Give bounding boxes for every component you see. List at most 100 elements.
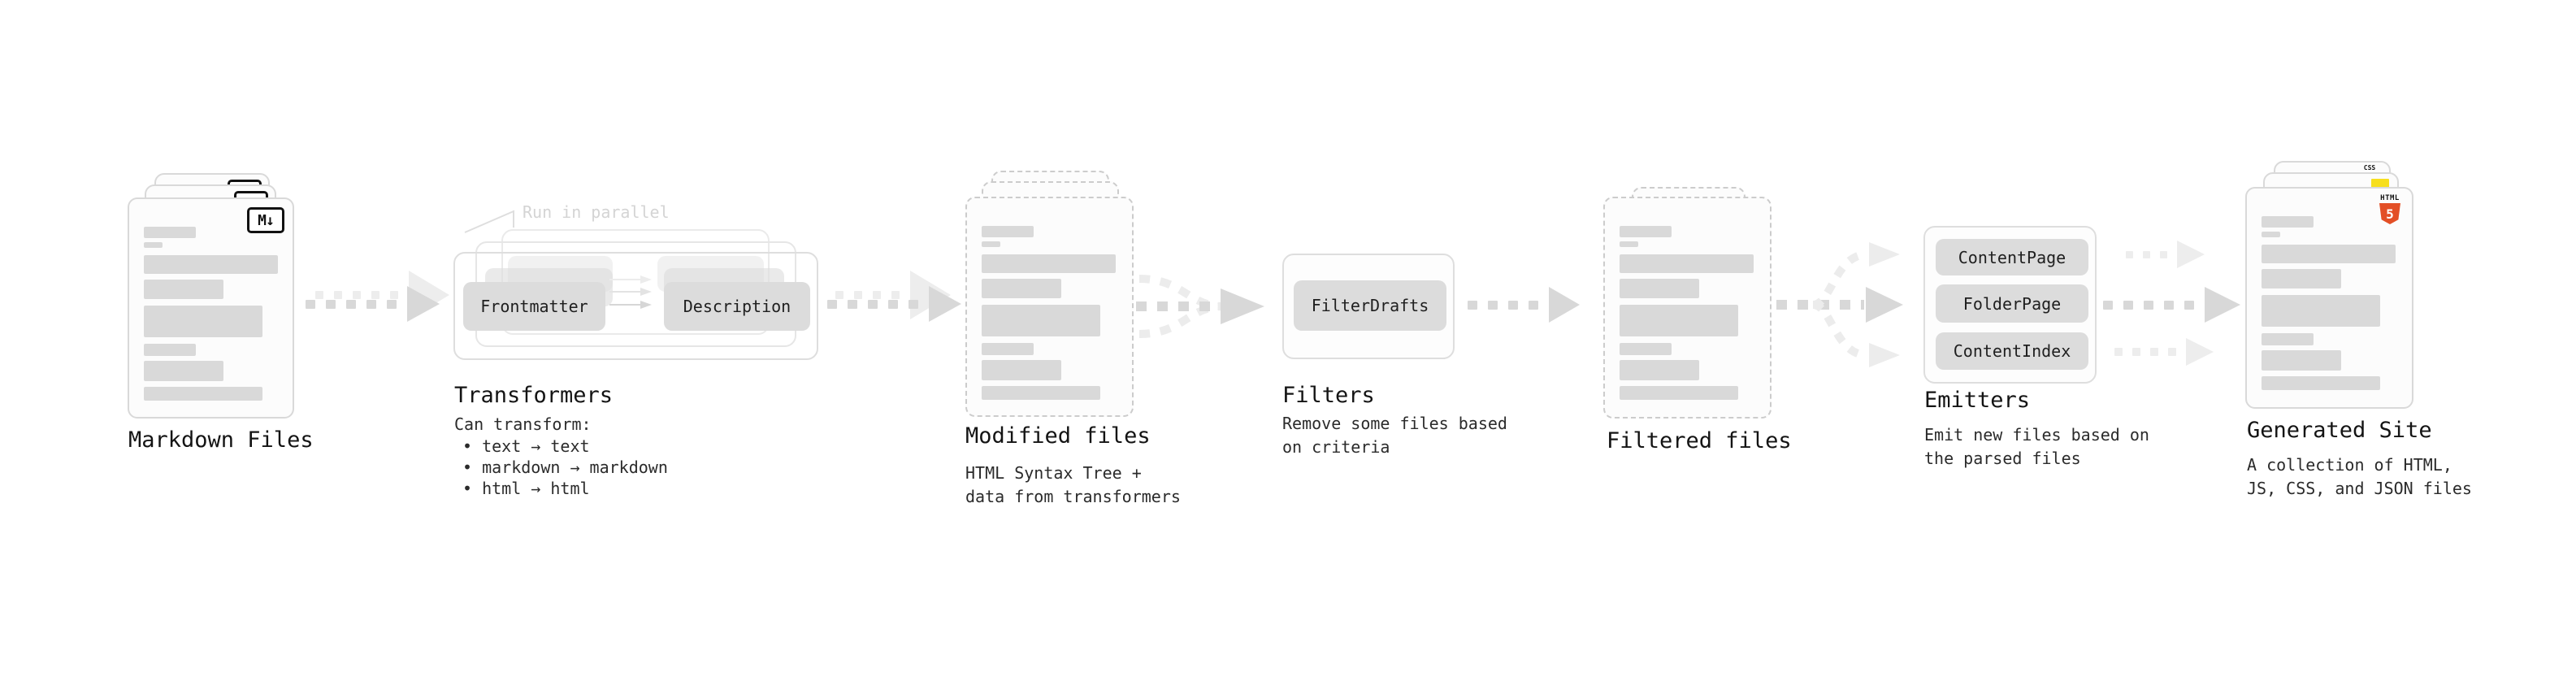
arrow-dash [1468, 300, 1477, 310]
desc-line: HTML Syntax Tree + [965, 463, 1142, 483]
arrow-dash [868, 299, 878, 309]
placeholder-line [982, 386, 1100, 400]
arrow-dash [873, 291, 881, 299]
arrow-dash [891, 291, 900, 299]
placeholder-line [1620, 386, 1738, 400]
placeholder-line [2262, 232, 2280, 237]
filter-drafts-pill: FilterDrafts [1294, 280, 1446, 331]
placeholder-line [982, 360, 1061, 380]
placeholder-line [2262, 245, 2396, 263]
markdown-files-title: Markdown Files [128, 427, 314, 453]
modified-file-card-front [965, 197, 1134, 417]
filtered-file-card-front [1603, 197, 1772, 419]
markdown-file-card-front: M↓ [128, 197, 294, 419]
frontmatter-transformer-pill: Frontmatter [463, 282, 605, 331]
arrow-dash [2150, 348, 2158, 356]
js-icon [2371, 179, 2389, 188]
arrow-dash [371, 291, 379, 299]
transformers-desc-heading: Can transform: [454, 414, 592, 434]
placeholder-line [982, 241, 1000, 247]
content-index-emitter-pill: ContentIndex [1936, 332, 2088, 370]
transformers-title: Transformers [454, 383, 614, 408]
flow-arrow-light [2126, 241, 2205, 268]
arrow-dash [1508, 300, 1518, 310]
html5-icon: HTML 5 [2378, 194, 2402, 224]
bullet-item: • markdown → markdown [462, 458, 668, 477]
filters-desc: Remove some files based on criteria [1282, 412, 1507, 459]
arrow-dash [2184, 300, 2194, 310]
markdown-icon: M↓ [247, 207, 284, 233]
arrow-dash [2114, 348, 2123, 356]
arrow-dash [2168, 348, 2176, 356]
bullet-item: • html → html [462, 479, 590, 498]
placeholder-line [982, 305, 1100, 336]
desc-line: Remove some files based [1282, 414, 1507, 433]
annotation-leader-line [464, 210, 514, 233]
desc-line: JS, CSS, and JSON files [2247, 479, 2472, 498]
arrow-dash [827, 299, 837, 309]
emitters-title: Emitters [1924, 388, 2031, 413]
arrow-dash [888, 299, 898, 309]
arrow-dash [306, 299, 315, 309]
filters-box: FilterDrafts [1282, 254, 1455, 359]
desc-line: Emit new files based on [1924, 425, 2149, 445]
placeholder-line [144, 306, 262, 337]
arrow-dash [2123, 300, 2133, 310]
placeholder-line [144, 387, 262, 401]
placeholder-line [2262, 295, 2380, 327]
desc-line: the parsed files [1924, 449, 2081, 468]
placeholder-line [2262, 350, 2341, 371]
arrow-dash [2164, 300, 2174, 310]
run-in-parallel-annotation: Run in parallel [523, 202, 670, 222]
placeholder-line [144, 255, 278, 274]
arrow-dash [2143, 250, 2150, 258]
document-placeholder-lines [982, 198, 1121, 400]
generated-html-card-front: HTML 5 [2245, 187, 2413, 409]
arrow-dash [909, 299, 918, 309]
placeholder-line [1620, 305, 1738, 336]
placeholder-line [1620, 241, 1638, 247]
transformer-step-arrows [609, 275, 652, 309]
arrow-dash [326, 299, 336, 309]
placeholder-line [1620, 343, 1672, 355]
filters-title: Filters [1282, 383, 1375, 408]
arrow-dash [835, 291, 843, 299]
arrow-dash [366, 299, 376, 309]
content-page-emitter-pill: ContentPage [1936, 239, 2088, 275]
placeholder-line [982, 279, 1061, 298]
arrow-dash [315, 291, 323, 299]
placeholder-line [2262, 216, 2314, 228]
arrow-dash [387, 299, 397, 309]
flow-arrow [827, 286, 961, 322]
placeholder-line [2262, 269, 2341, 288]
folder-page-emitter-pill: FolderPage [1936, 284, 2088, 323]
placeholder-line [1620, 226, 1672, 237]
transformers-bullet-list: • text → text • markdown → markdown • ht… [454, 436, 668, 499]
arrow-dash [390, 291, 398, 299]
placeholder-line [144, 344, 196, 356]
arrow-dash [2126, 250, 2133, 258]
placeholder-line [144, 361, 223, 381]
modified-files-desc: HTML Syntax Tree + data from transformer… [965, 462, 1181, 509]
arrow-dash [2144, 300, 2153, 310]
placeholder-line [1620, 279, 1699, 298]
placeholder-line [982, 343, 1034, 355]
description-transformer-pill: Description [664, 282, 810, 331]
arrow-dash [854, 291, 862, 299]
arrow-dash [334, 291, 342, 299]
arrow-dash [1529, 300, 1538, 310]
bullet-item: • text → text [462, 436, 590, 456]
flow-arrow [1468, 287, 1580, 323]
generated-site-desc: A collection of HTML, JS, CSS, and JSON … [2247, 453, 2472, 501]
placeholder-line [144, 227, 196, 238]
flow-arrow-split [1776, 242, 1903, 367]
placeholder-line [144, 242, 163, 248]
flow-arrow-light [2114, 338, 2214, 366]
generated-site-title: Generated Site [2247, 418, 2432, 443]
flow-arrow-merge [1136, 275, 1264, 338]
placeholder-line [982, 226, 1034, 237]
placeholder-line [2262, 333, 2314, 345]
document-placeholder-lines [2262, 189, 2400, 390]
arrow-dash [353, 291, 361, 299]
